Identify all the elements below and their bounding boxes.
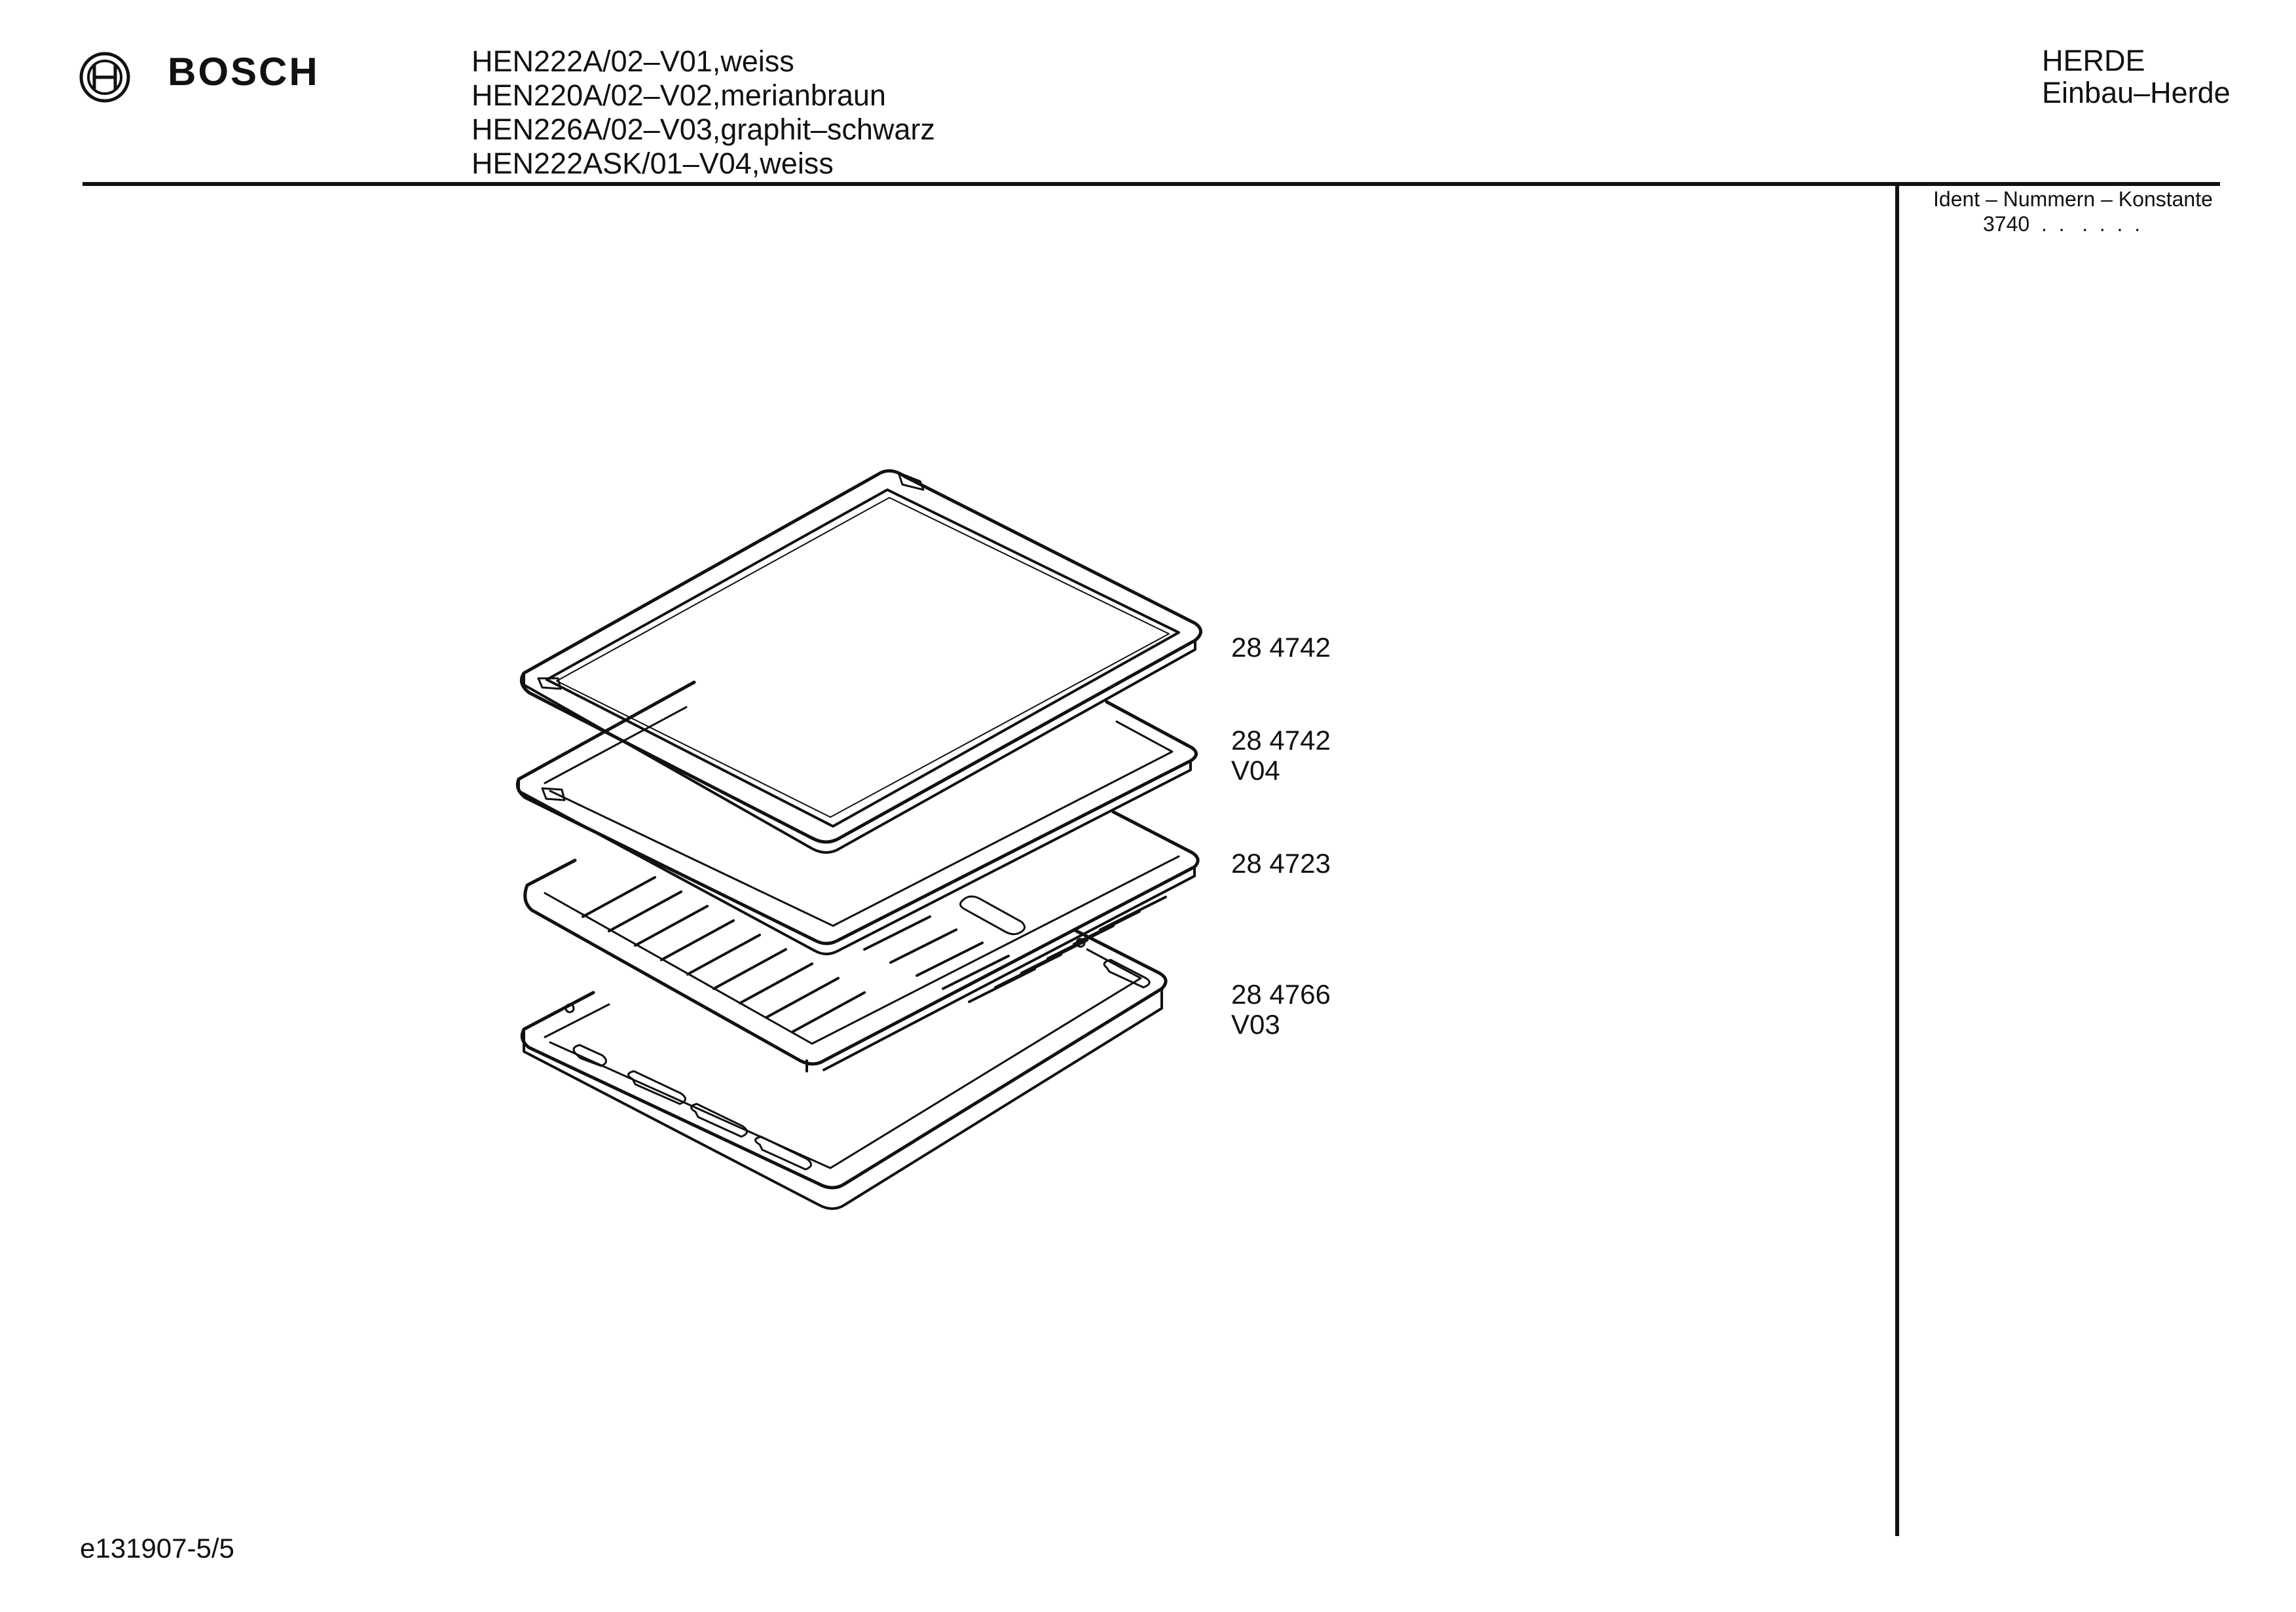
model-line: HEN220A/02–V02,merianbraun (472, 79, 886, 112)
part-number: 28 4723 (1231, 848, 1331, 879)
sidebar-divider (1895, 185, 1899, 1536)
document-id: e131907-5/5 (80, 1533, 234, 1564)
enamel-pan-v03 (520, 928, 1168, 1210)
model-list: HEN222A/02–V01,weiss HEN220A/02–V02,meri… (472, 45, 935, 181)
brand-name: BOSCH (168, 50, 320, 94)
model-line: HEN222ASK/01–V04,weiss (472, 147, 834, 180)
category-subtitle: Einbau–Herde (2042, 76, 2231, 109)
header-divider (83, 182, 2220, 186)
model-line: HEN222A/02–V01,weiss (472, 45, 794, 78)
ident-label: Ident – Nummern – Konstante (1933, 187, 2213, 211)
oven-rack (523, 810, 1200, 1072)
part-number: 28 4766 (1231, 979, 1331, 1010)
part-number: 28 4742 (1231, 725, 1331, 756)
part-number: 28 4742 (1231, 632, 1331, 663)
model-line: HEN226A/02–V03,graphit–schwarz (472, 113, 935, 146)
ident-block: Ident – Nummern – Konstante 3740 . . . .… (1933, 187, 2213, 236)
part-variant: V04 (1231, 755, 1280, 786)
category-title: HERDE (2042, 44, 2145, 77)
category-block: HERDE Einbau–Herde (2042, 45, 2231, 109)
part-label: 28 4742 (1231, 632, 1331, 663)
part-label: 28 4766 V03 (1231, 980, 1331, 1040)
part-label: 28 4742 V04 (1231, 725, 1331, 786)
part-variant: V03 (1231, 1009, 1280, 1040)
baking-tray-top (519, 469, 1202, 854)
baking-tray-v04 (515, 680, 1198, 955)
part-label: 28 4723 (1231, 849, 1331, 879)
bosch-armature-icon (79, 52, 130, 103)
ident-value: 3740 . . . . . . (1983, 212, 2141, 236)
